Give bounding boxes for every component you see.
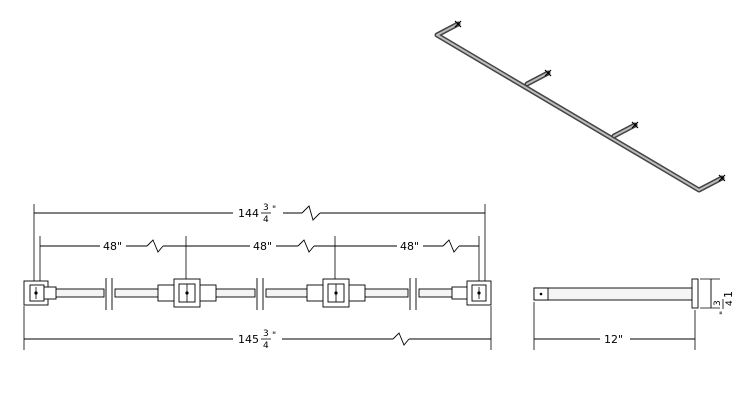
rod-segments bbox=[53, 288, 468, 298]
dim-overall-bottom-den: 4 bbox=[263, 341, 269, 351]
dim-side-height-whole: 1 bbox=[722, 291, 735, 298]
end-bracket-right bbox=[451, 280, 492, 306]
isometric-view bbox=[434, 20, 726, 193]
dimension-side-length: 12" bbox=[533, 302, 696, 350]
dim-side-height-unit: " bbox=[719, 311, 729, 315]
dim-overall-bottom-unit: " bbox=[272, 331, 276, 341]
break-marks bbox=[105, 278, 417, 310]
dim-overall-top-whole: 144 bbox=[238, 207, 259, 220]
dim-side-height-den: 4 bbox=[725, 300, 735, 306]
dimension-overall-bottom: 145 3 4 " bbox=[23, 306, 492, 351]
end-bracket-left bbox=[23, 280, 57, 306]
dim-spacing-1: 48" bbox=[103, 240, 122, 253]
dimension-overall-top: 144 3 4 " bbox=[33, 203, 486, 290]
dim-overall-bottom-num: 3 bbox=[263, 329, 269, 339]
side-view: 12" 1 3 4 " bbox=[533, 278, 735, 350]
mid-bracket-2 bbox=[306, 278, 366, 308]
dimension-spacing: 48" 48" 48" bbox=[39, 236, 480, 285]
dim-overall-bottom-whole: 145 bbox=[238, 333, 259, 346]
dimension-side-height: 1 3 4 " bbox=[700, 278, 735, 315]
dim-overall-top-den: 4 bbox=[263, 215, 269, 225]
dim-overall-top-num: 3 bbox=[263, 203, 269, 213]
dim-overall-top-unit: " bbox=[272, 205, 276, 215]
dim-spacing-2: 48" bbox=[253, 240, 272, 253]
mid-bracket-1 bbox=[157, 278, 217, 308]
dim-spacing-3: 48" bbox=[400, 240, 419, 253]
iso-end-cap bbox=[454, 20, 726, 182]
dim-side-height-num: 3 bbox=[713, 300, 723, 306]
front-view: 144 3 4 " 48" 48" 48" bbox=[23, 203, 492, 351]
dim-side-length: 12" bbox=[604, 333, 623, 346]
